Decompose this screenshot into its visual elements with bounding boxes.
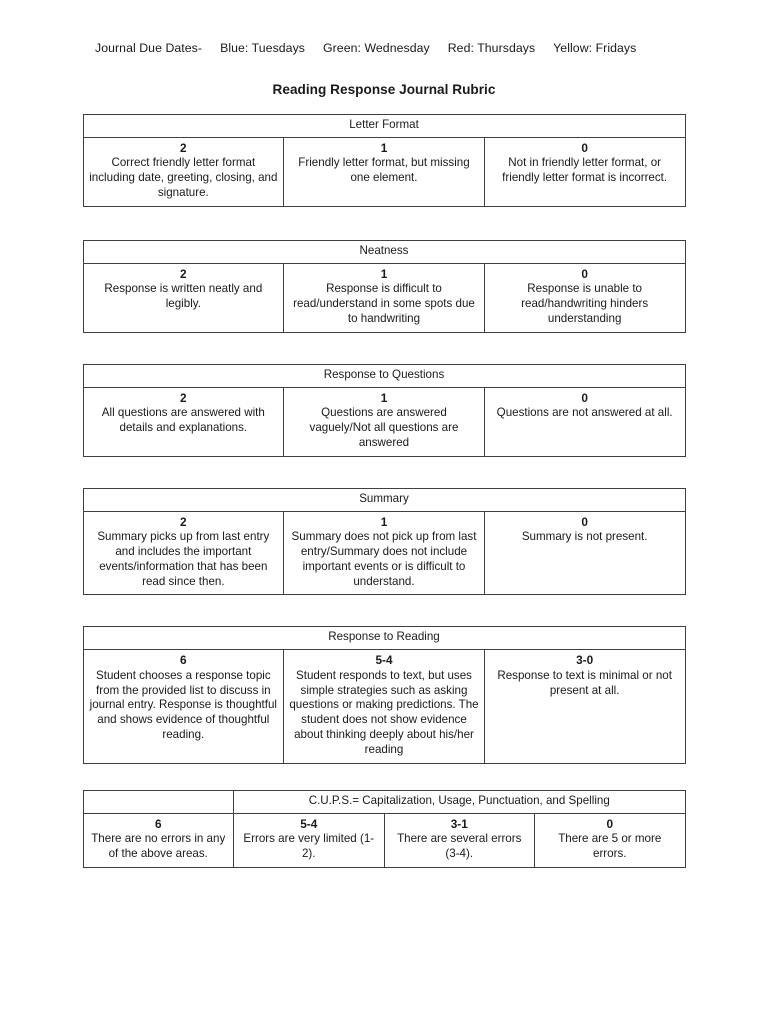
- criterion-description: Questions are answered vaguely/Not all q…: [309, 405, 459, 449]
- score-value: 2: [180, 266, 187, 281]
- criterion-cell: 2 Correct friendly letter format includi…: [82, 136, 285, 207]
- section-header-row: C.U.P.S.= Capitalization, Usage, Punctua…: [82, 790, 686, 814]
- section-header-row: Neatness: [82, 239, 686, 264]
- score-value: 1: [380, 514, 388, 529]
- criterion-cell: 2 All questions are answered with detail…: [82, 386, 285, 457]
- journal-due-dates-line: Journal Due Dates- Blue: Tuesdays Green: W…: [0, 0, 768, 56]
- criterion-description: Response is difficult to read/understand…: [293, 281, 475, 325]
- rubric-table-letter-format: Letter Format 2 Correct friendly letter …: [82, 113, 686, 207]
- section-title: Summary: [82, 487, 686, 512]
- section-title: C.U.P.S.= Capitalization, Usage, Punctua…: [233, 790, 686, 814]
- criterion-description: Errors are very limited (1-2).: [243, 832, 375, 861]
- criterion-cell: 0 Questions are not answered at all.: [483, 386, 686, 457]
- criterion-description: Summary picks up from last entry and inc…: [97, 529, 270, 588]
- score-value: 6: [154, 817, 162, 831]
- criterion-cell: 2 Summary picks up from last entry and i…: [82, 510, 285, 596]
- score-value: 2: [180, 140, 187, 155]
- criterion-description: Student chooses a response topic from th…: [89, 668, 277, 742]
- rubric-table-cups: C.U.P.S.= Capitalization, Usage, Punctua…: [82, 790, 686, 869]
- spacer: [0, 97, 768, 114]
- score-value: 2: [180, 514, 187, 529]
- score-value: 3-1: [450, 817, 468, 831]
- criterion-description: All questions are answered with details …: [101, 405, 265, 434]
- section-header-row: Response to Reading: [82, 626, 686, 651]
- table-row: 2 Response is written neatly and legibly…: [82, 262, 686, 333]
- score-value: 0: [581, 140, 588, 155]
- score-value: 1: [380, 140, 388, 155]
- section-title: Neatness: [82, 239, 686, 264]
- due-date-green: Green: Wednesday: [323, 41, 430, 55]
- criterion-description: Response is unable to read/handwriting h…: [521, 281, 649, 325]
- score-value: 1: [380, 266, 388, 281]
- criterion-cell: 0 Not in friendly letter format, or frie…: [483, 136, 686, 207]
- spacer: [0, 333, 768, 364]
- score-value: 5-4: [375, 653, 393, 668]
- score-value: 0: [581, 266, 588, 281]
- criterion-cell: 5-4 Errors are very limited (1-2).: [233, 812, 385, 869]
- criterion-cell: 0 Summary is not present.: [483, 510, 686, 596]
- criterion-cell: 3-1 There are several errors (3-4).: [383, 812, 535, 869]
- empty-corner-cell: [82, 790, 234, 814]
- page-title: Reading Response Journal Rubric: [272, 81, 496, 97]
- criterion-cell: 6 There are no errors in any of the abov…: [82, 812, 234, 869]
- table-row: 2 Correct friendly letter format includi…: [82, 136, 686, 207]
- criterion-cell: 5-4 Student responds to text, but uses s…: [283, 649, 485, 764]
- criterion-cell: 2 Response is written neatly and legibly…: [82, 262, 285, 333]
- score-value: 0: [581, 390, 588, 405]
- score-value: 5-4: [300, 817, 318, 831]
- section-title: Letter Format: [82, 113, 686, 138]
- criterion-description: Not in friendly letter format, or friend…: [502, 156, 668, 184]
- criterion-cell: 1 Questions are answered vaguely/Not all…: [283, 386, 485, 457]
- spacer: [0, 764, 768, 790]
- criterion-description: There are no errors in any of the above …: [91, 832, 226, 861]
- criterion-cell: 0 Response is unable to read/handwriting…: [483, 262, 686, 333]
- table-row: 2 All questions are answered with detail…: [82, 386, 686, 457]
- criterion-description: Summary does not pick up from last entry…: [291, 529, 477, 588]
- rubric-table-neatness: Neatness 2 Response is written neatly an…: [82, 239, 686, 333]
- score-value: 3-0: [576, 653, 594, 668]
- section-header-row: Summary: [82, 487, 686, 512]
- score-value: 2: [180, 390, 187, 405]
- criterion-description: Student responds to text, but uses simpl…: [289, 668, 479, 757]
- criterion-cell: 1 Friendly letter format, but missing on…: [283, 136, 485, 207]
- criterion-description: Response to text is minimal or not prese…: [497, 668, 672, 697]
- due-date-red: Red: Thursdays: [447, 41, 536, 55]
- criterion-description: Correct friendly letter format including…: [89, 156, 278, 199]
- criterion-cell: 1 Summary does not pick up from last ent…: [283, 510, 485, 596]
- table-row: 6 There are no errors in any of the abov…: [82, 812, 686, 869]
- due-date-blue: Blue: Tuesdays: [220, 41, 306, 55]
- section-header-row: Response to Questions: [82, 363, 686, 388]
- rubric-table-summary: Summary 2 Summary picks up from last ent…: [82, 487, 686, 596]
- due-date-yellow: Yellow: Fridays: [553, 41, 637, 55]
- criterion-description: There are 5 or more errors.: [558, 832, 662, 861]
- rubric-table-response-to-reading: Response to Reading 6 Student chooses a …: [82, 626, 686, 764]
- score-value: 1: [380, 390, 388, 405]
- table-row: 2 Summary picks up from last entry and i…: [82, 510, 686, 596]
- criterion-cell: 6 Student chooses a response topic from …: [82, 649, 285, 764]
- score-value: 0: [581, 514, 588, 529]
- score-value: 6: [180, 653, 187, 668]
- criterion-description: There are several errors (3-4).: [397, 832, 522, 861]
- spacer: [0, 457, 768, 488]
- section-header-row: Letter Format: [82, 113, 686, 138]
- spacer: [0, 595, 768, 626]
- section-title: Response to Questions: [82, 363, 686, 388]
- rubric-table-response-to-questions: Response to Questions 2 All questions ar…: [82, 363, 686, 457]
- due-dates-label: Journal Due Dates-: [95, 41, 203, 55]
- criterion-description: Response is written neatly and legibly.: [104, 281, 263, 310]
- criterion-cell: 1 Response is difficult to read/understa…: [283, 262, 485, 333]
- criterion-description: Questions are not answered at all.: [496, 405, 673, 419]
- criterion-description: Summary is not present.: [521, 529, 648, 543]
- score-value: 0: [606, 817, 614, 831]
- table-row: 6 Student chooses a response topic from …: [82, 649, 686, 764]
- criterion-cell: 3-0 Response to text is minimal or not p…: [483, 649, 686, 764]
- criterion-cell: 0 There are 5 or more errors.: [534, 812, 686, 869]
- section-title: Response to Reading: [82, 626, 686, 651]
- spacer: [0, 207, 768, 240]
- criterion-description: Friendly letter format, but missing one …: [298, 156, 470, 184]
